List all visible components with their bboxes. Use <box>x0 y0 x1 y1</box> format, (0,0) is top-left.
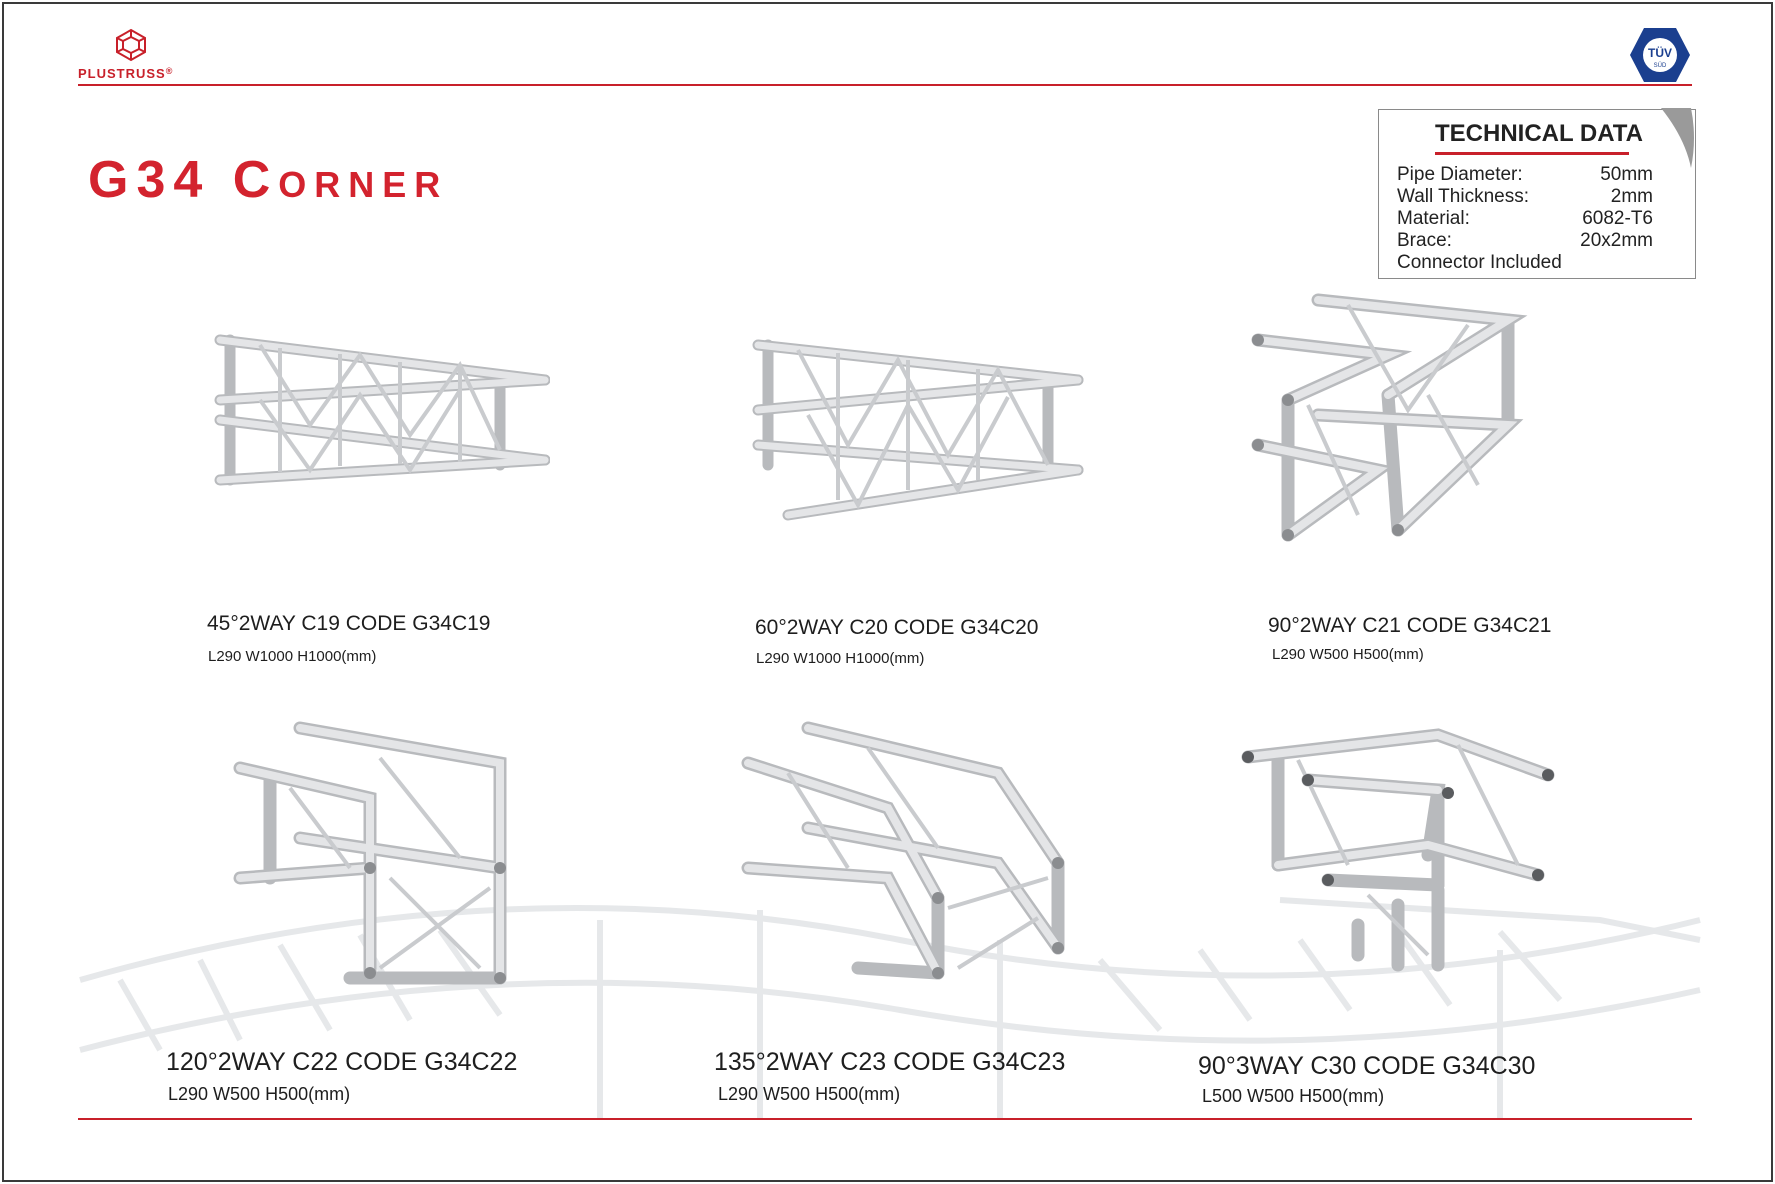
tech-row-pipe-diameter: Pipe Diameter:50mm <box>1397 164 1653 185</box>
product-title-c20: 60°2WAY C20 CODE G34C20 <box>755 616 1039 639</box>
header-rule <box>78 84 1692 86</box>
cert-badge-subtext: SÜD <box>1654 62 1667 69</box>
tuv-certification-badge: TÜV SÜD <box>1628 26 1692 89</box>
product-image-c21 <box>1248 285 1538 545</box>
registered-mark: ® <box>165 66 174 76</box>
product-title-c21: 90°2WAY C21 CODE G34C21 <box>1268 614 1552 637</box>
technical-data-heading: TECHNICAL DATA <box>1435 120 1643 147</box>
technical-data-underline <box>1435 152 1629 155</box>
product-dims-c23: L290 W500 H500(mm) <box>718 1084 901 1104</box>
product-title-c30: 90°3WAY C30 CODE G34C30 <box>1198 1052 1536 1080</box>
technical-data-panel: TECHNICAL DATA Pipe Diameter:50mm Wall T… <box>1378 108 1696 279</box>
plustruss-logo-icon <box>116 28 146 62</box>
product-image-c20 <box>748 305 1088 525</box>
brand-logo: PLUSTRUSS® <box>78 28 218 84</box>
product-dims-c21: L290 W500 H500(mm) <box>1272 646 1424 663</box>
tuv-badge-icon: TÜV SÜD <box>1630 28 1690 82</box>
technical-data-rows: Pipe Diameter:50mm Wall Thickness:2mm Ma… <box>1397 164 1653 274</box>
product-title-c22: 120°2WAY C22 CODE G34C22 <box>166 1048 518 1076</box>
tech-row-brace: Brace:20x2mm <box>1397 230 1653 251</box>
page-title: G34 Corner <box>88 151 449 209</box>
tech-row-material: Material:6082-T6 <box>1397 208 1653 229</box>
tech-note-connector: Connector Included <box>1397 252 1562 273</box>
product-dims-c20: L290 W1000 H1000(mm) <box>756 650 925 667</box>
product-dims-c30: L500 W500 H500(mm) <box>1202 1086 1385 1106</box>
product-image-c19 <box>200 300 550 500</box>
footer-rule <box>78 1118 1692 1120</box>
product-dims-c22: L290 W500 H500(mm) <box>168 1084 351 1104</box>
product-dims-c19: L290 W1000 H1000(mm) <box>208 648 377 665</box>
brand-name: PLUSTRUSS <box>78 66 166 81</box>
product-title-c19: 45°2WAY C19 CODE G34C19 <box>207 612 491 635</box>
product-image-c23 <box>738 718 1068 998</box>
product-image-c30 <box>1238 715 1558 985</box>
product-title-c23: 135°2WAY C23 CODE G34C23 <box>714 1048 1066 1076</box>
tech-row-wall-thickness: Wall Thickness:2mm <box>1397 186 1653 207</box>
page-curl-icon <box>1661 108 1694 168</box>
product-image-c22 <box>230 718 520 998</box>
cert-badge-text: TÜV <box>1648 45 1672 60</box>
